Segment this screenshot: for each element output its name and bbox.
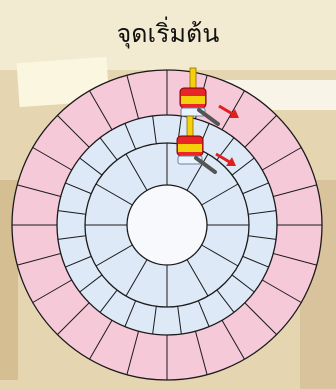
piece-band: [178, 144, 202, 152]
center-circle: [127, 185, 207, 265]
piece-handle: [190, 68, 196, 90]
piece-handle: [187, 116, 193, 138]
piece-band: [181, 96, 205, 104]
